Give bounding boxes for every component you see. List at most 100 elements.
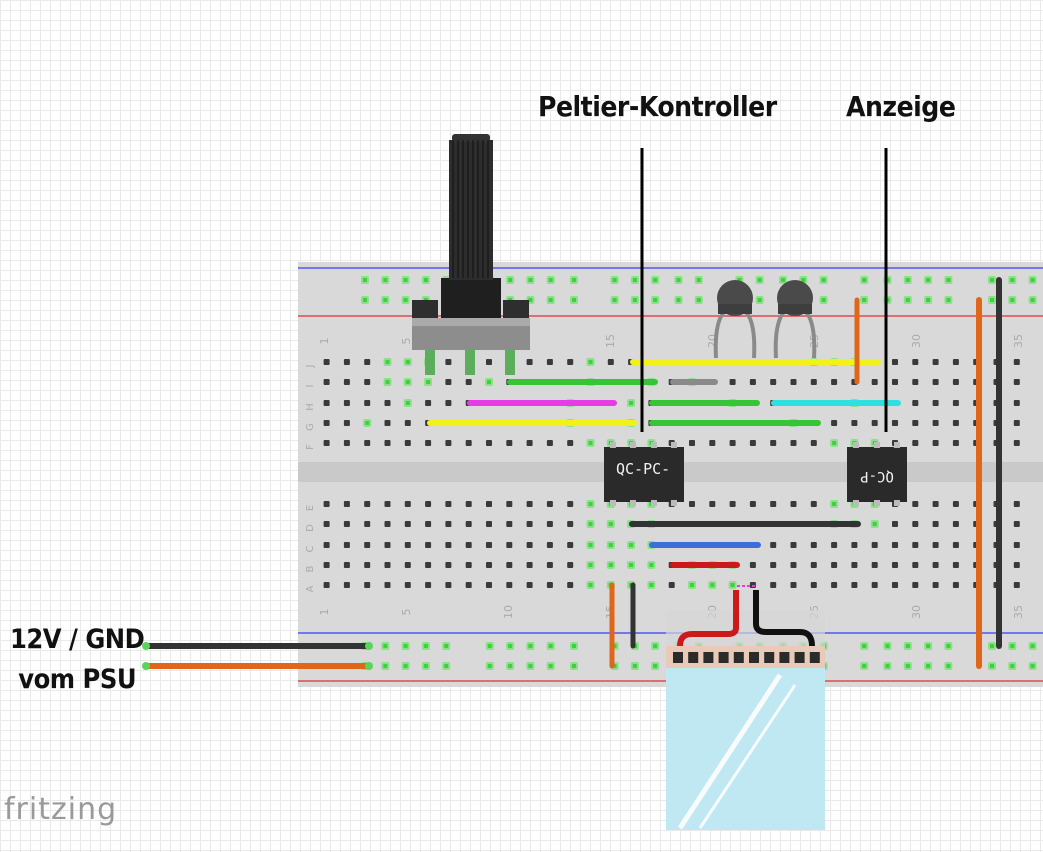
breadboard-hole <box>323 582 330 588</box>
breadboard-hole <box>729 501 736 507</box>
breadboard-hole <box>770 440 777 446</box>
breadboard-hole <box>442 642 451 650</box>
column-number-bottom: 30 <box>910 605 923 619</box>
column-number-top: 30 <box>910 334 923 348</box>
breadboard-hole <box>1013 501 1020 507</box>
breadboard-hole <box>403 358 412 366</box>
breadboard-hole <box>486 359 492 365</box>
breadboard-hole <box>323 379 330 385</box>
breadboard-hole <box>586 561 595 569</box>
breadboard-hole <box>506 276 515 284</box>
breadboard-hole <box>1013 400 1020 406</box>
breadboard-hole <box>647 581 656 589</box>
breadboard-hole <box>694 296 703 304</box>
breadboard-hole <box>364 440 371 446</box>
breadboard-hole <box>526 521 533 527</box>
breadboard-hole <box>404 501 411 507</box>
breadboard-hole <box>755 276 764 284</box>
breadboard-hole <box>892 359 898 365</box>
breadboard-hole <box>694 276 703 284</box>
breadboard-hole <box>506 582 513 588</box>
breadboard-hole <box>506 501 513 507</box>
peltier-cell <box>703 652 714 663</box>
breadboard-hole <box>770 562 777 568</box>
thermistor-left <box>713 280 757 359</box>
breadboard-hole <box>903 276 912 284</box>
breadboard-hole <box>1008 276 1017 284</box>
row-letter: I <box>305 385 316 388</box>
row-letter: C <box>305 545 316 552</box>
breadboard-hole <box>903 662 912 670</box>
peltier-lead-red <box>677 590 739 647</box>
breadboard-hole <box>932 562 939 568</box>
breadboard-hole <box>871 542 878 548</box>
column-number-bottom: 35 <box>1012 605 1025 619</box>
breadboard-hole <box>790 582 797 588</box>
breadboard-hole <box>819 296 828 304</box>
breadboard-hole <box>404 562 411 568</box>
breadboard-hole <box>421 276 430 284</box>
breadboard-hole <box>709 501 716 507</box>
peltier-cell <box>749 652 759 663</box>
breadboard-hole <box>383 378 392 386</box>
breadboard-hole <box>851 562 858 568</box>
breadboard-hole <box>871 582 878 588</box>
breadboard-hole <box>384 562 391 568</box>
breadboard-hole <box>708 581 717 589</box>
breadboard-hole <box>932 359 939 365</box>
column-number-bottom: 5 <box>400 609 413 616</box>
breadboard-hole <box>630 662 639 670</box>
breadboard-hole <box>323 440 330 446</box>
breadboard-hole <box>506 662 515 670</box>
breadboard-hole <box>586 358 595 366</box>
breadboard-hole <box>445 440 452 446</box>
breadboard-hole <box>465 521 472 527</box>
breadboard-hole <box>546 296 555 304</box>
column-number-top: 5 <box>400 338 413 345</box>
breadboard-hole <box>401 276 410 284</box>
breadboard-hole <box>364 379 371 385</box>
peltier-module <box>666 610 825 830</box>
peltier-cell <box>673 652 683 663</box>
breadboard-hole <box>912 420 919 426</box>
breadboard-hole <box>425 521 432 527</box>
breadboard-hole <box>1008 662 1017 670</box>
breadboard-hole <box>384 582 391 588</box>
breadboard-hole <box>364 400 371 406</box>
breadboard-hole <box>749 379 756 385</box>
breadboard-hole <box>381 662 390 670</box>
breadboard-hole <box>526 662 535 670</box>
breadboard-hole <box>384 542 391 548</box>
breadboard-hole <box>425 440 432 446</box>
breadboard-hole <box>323 521 330 527</box>
breadboard-hole <box>465 440 472 446</box>
breadboard-hole <box>546 501 553 507</box>
breadboard-hole <box>546 562 553 568</box>
breadboard-hole <box>445 521 452 527</box>
breadboard-hole <box>892 379 898 385</box>
label-psu: 12V / GND vom PSU <box>10 620 145 700</box>
breadboard-hole <box>486 440 492 446</box>
breadboard-hole <box>363 419 372 427</box>
breadboard-hole <box>381 296 390 304</box>
peltier-lead-black <box>753 590 815 647</box>
breadboard-hole <box>912 562 919 568</box>
row-letter: E <box>305 505 316 511</box>
breadboard-hole <box>790 379 797 385</box>
row-letter: H <box>305 403 316 411</box>
peltier-cell <box>779 652 790 663</box>
row-letter: G <box>305 423 316 431</box>
breadboard-hole <box>860 662 869 670</box>
breadboard-hole <box>689 501 695 507</box>
breadboard-hole <box>384 440 391 446</box>
breadboard-hole <box>770 379 777 385</box>
breadboard-hole <box>944 662 953 670</box>
breadboard-hole <box>674 296 683 304</box>
breadboard-hole <box>912 400 919 406</box>
breadboard-hole <box>361 296 369 304</box>
breadboard-hole <box>912 379 919 385</box>
breadboard-hole <box>526 582 533 588</box>
breadboard-hole <box>361 276 369 284</box>
breadboard-hole <box>343 400 350 406</box>
breadboard-hole <box>486 562 492 568</box>
